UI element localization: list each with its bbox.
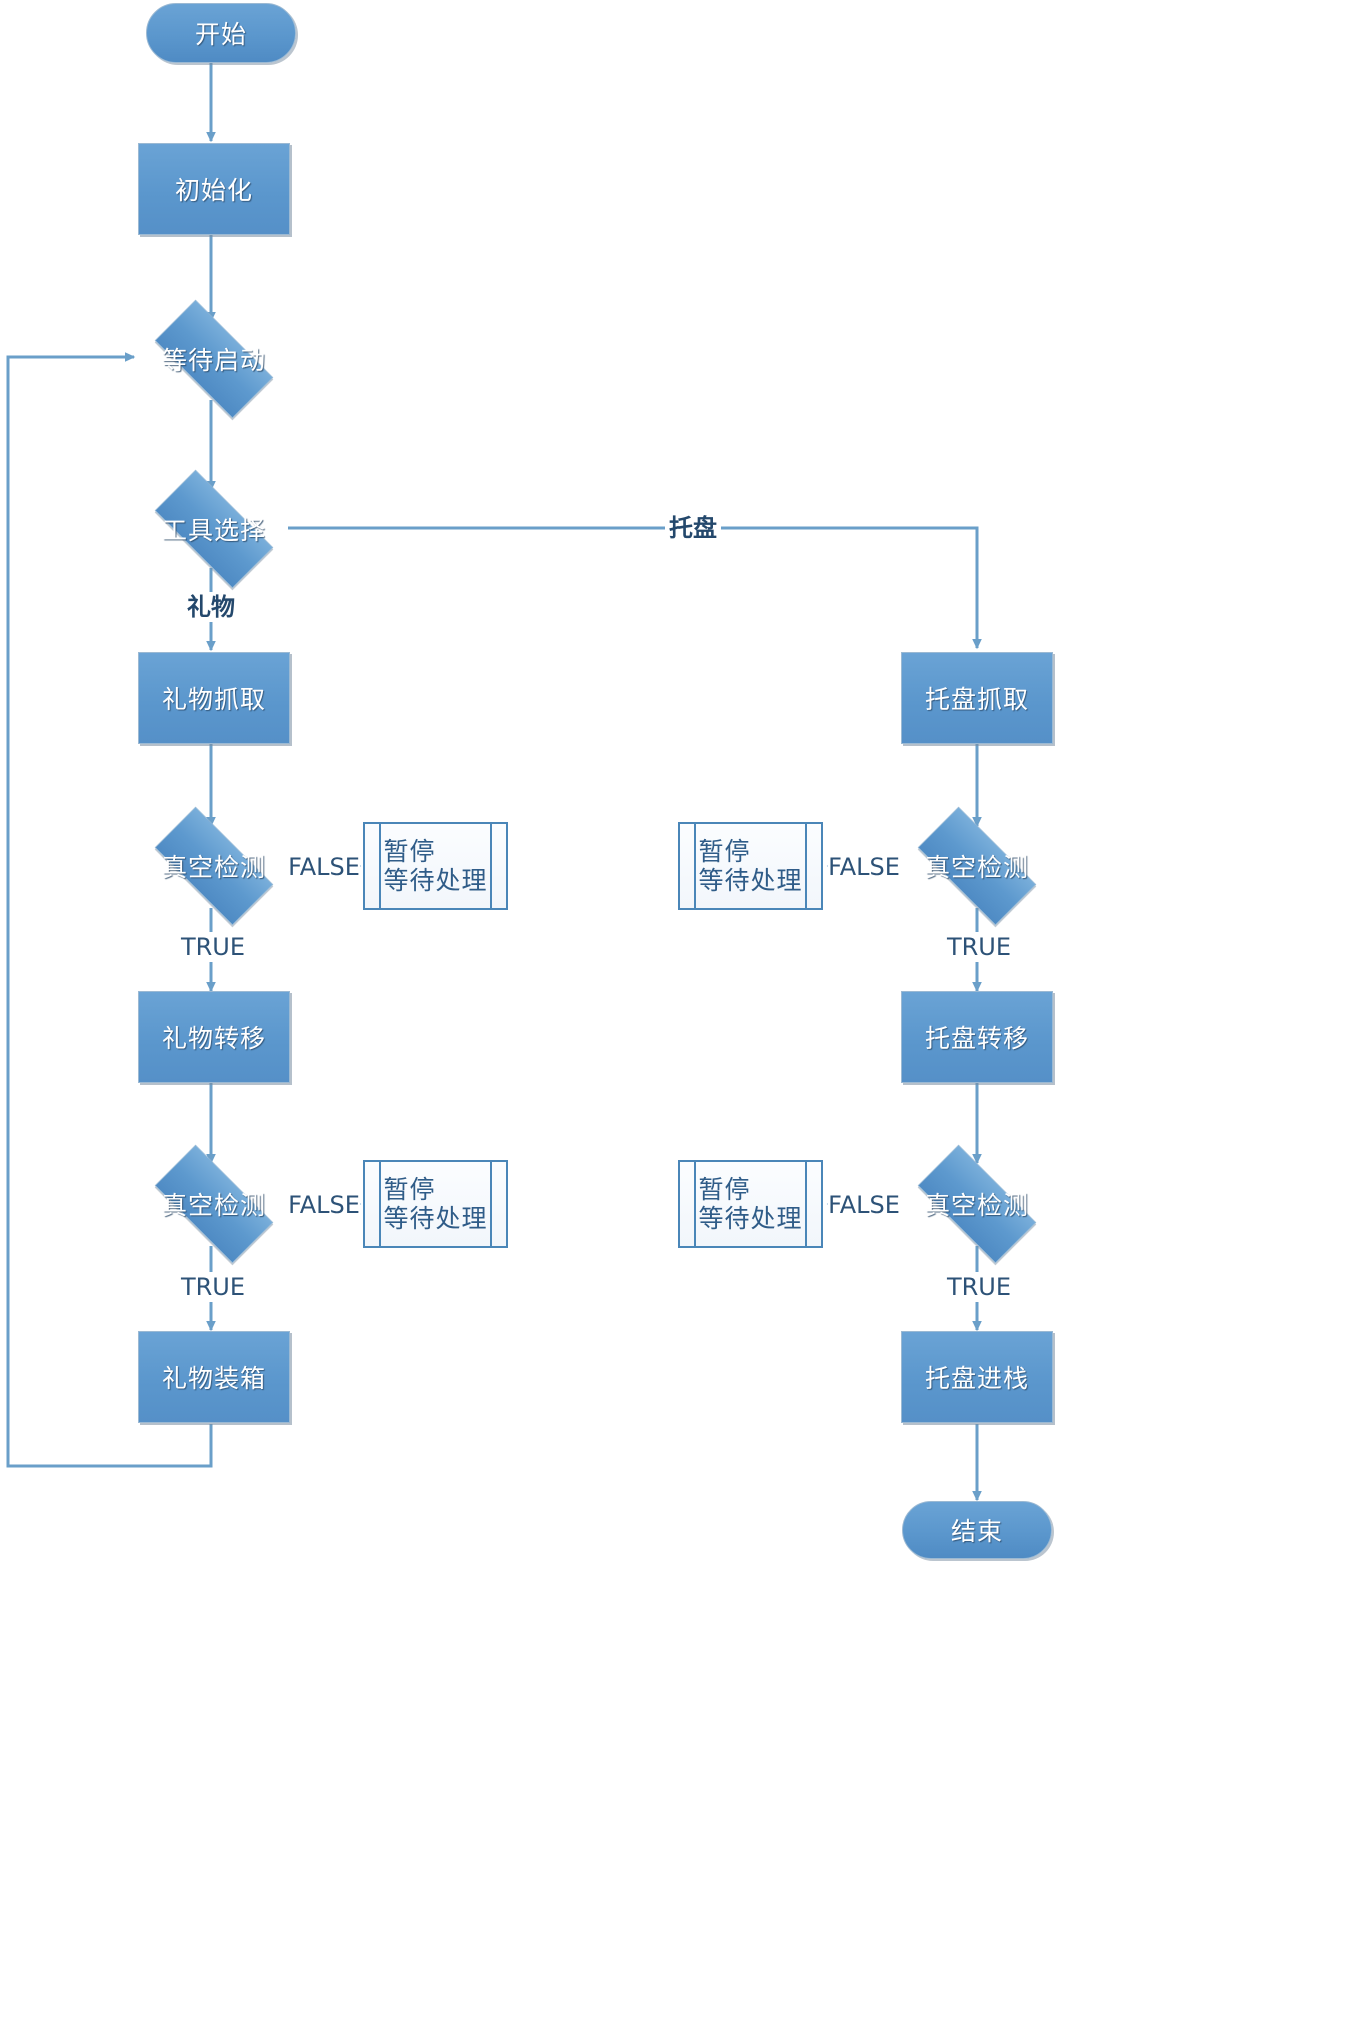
node-tool-select[interactable]: 工具选择 [136,469,292,589]
node-gift-box-label: 礼物装箱 [161,1364,266,1393]
node-init-label: 初始化 [174,176,253,205]
edge-label-false-left-1: FALSE [288,852,360,882]
node-gift-grab[interactable]: 礼物抓取 [138,652,290,744]
node-pause-left-1[interactable]: 暂停 等待处理 [363,822,508,910]
node-vacuum-check-right-1[interactable]: 真空检测 [899,806,1055,926]
node-gift-move[interactable]: 礼物转移 [138,991,290,1083]
edge-label-false-right-2: FALSE [828,1190,900,1220]
node-start-label: 开始 [194,20,247,49]
edge-label-true-left-1: TRUE [180,932,246,962]
pause-line-2: 等待处理 [698,866,803,895]
node-pause-left-2-label: 暂停 等待处理 [383,1175,487,1234]
pause-line-1: 暂停 [698,1174,751,1204]
node-wait-start-label: 等待启动 [161,346,266,375]
node-end[interactable]: 结束 [902,1501,1052,1559]
node-tray-stack[interactable]: 托盘进栈 [901,1331,1053,1423]
edge-label-true-left-2: TRUE [180,1272,246,1302]
node-vacuum-check-right-1-label: 真空检测 [924,853,1029,882]
pause-line-1: 暂停 [383,836,436,866]
node-tray-move-label: 托盘转移 [924,1024,1029,1053]
node-vacuum-check-right-2-label: 真空检测 [924,1191,1029,1220]
node-wait-start[interactable]: 等待启动 [136,299,292,419]
node-pause-right-1-label: 暂停 等待处理 [698,837,802,896]
edge-label-branch-gift: 礼物 [183,592,239,622]
pause-line-1: 暂停 [383,1174,436,1204]
node-vacuum-check-left-1[interactable]: 真空检测 [136,806,292,926]
node-pause-left-1-label: 暂停 等待处理 [383,837,487,896]
node-vacuum-check-left-1-label: 真空检测 [161,853,266,882]
pause-line-2: 等待处理 [383,866,488,895]
edge-label-false-right-1: FALSE [828,852,900,882]
node-end-label: 结束 [950,1517,1003,1546]
edge-label-false-left-2: FALSE [288,1190,360,1220]
node-tool-select-label: 工具选择 [161,516,266,545]
node-pause-right-2-label: 暂停 等待处理 [698,1175,802,1234]
node-vacuum-check-left-2-label: 真空检测 [161,1191,266,1220]
node-vacuum-check-left-2[interactable]: 真空检测 [136,1144,292,1264]
edge-label-true-right-2: TRUE [946,1272,1012,1302]
node-tray-stack-label: 托盘进栈 [924,1364,1029,1393]
node-tray-grab[interactable]: 托盘抓取 [901,652,1053,744]
node-gift-box[interactable]: 礼物装箱 [138,1331,290,1423]
edge-label-true-right-1: TRUE [946,932,1012,962]
node-vacuum-check-right-2[interactable]: 真空检测 [899,1144,1055,1264]
node-pause-right-2[interactable]: 暂停 等待处理 [678,1160,823,1248]
pause-line-1: 暂停 [698,836,751,866]
node-gift-move-label: 礼物转移 [161,1024,266,1053]
pause-line-2: 等待处理 [698,1204,803,1233]
node-gift-grab-label: 礼物抓取 [161,685,266,714]
node-init[interactable]: 初始化 [138,143,290,235]
node-pause-left-2[interactable]: 暂停 等待处理 [363,1160,508,1248]
node-pause-right-1[interactable]: 暂停 等待处理 [678,822,823,910]
node-start[interactable]: 开始 [146,3,296,63]
pause-line-2: 等待处理 [383,1204,488,1233]
node-tray-move[interactable]: 托盘转移 [901,991,1053,1083]
node-tray-grab-label: 托盘抓取 [924,685,1029,714]
edge-label-branch-tray: 托盘 [665,513,721,543]
